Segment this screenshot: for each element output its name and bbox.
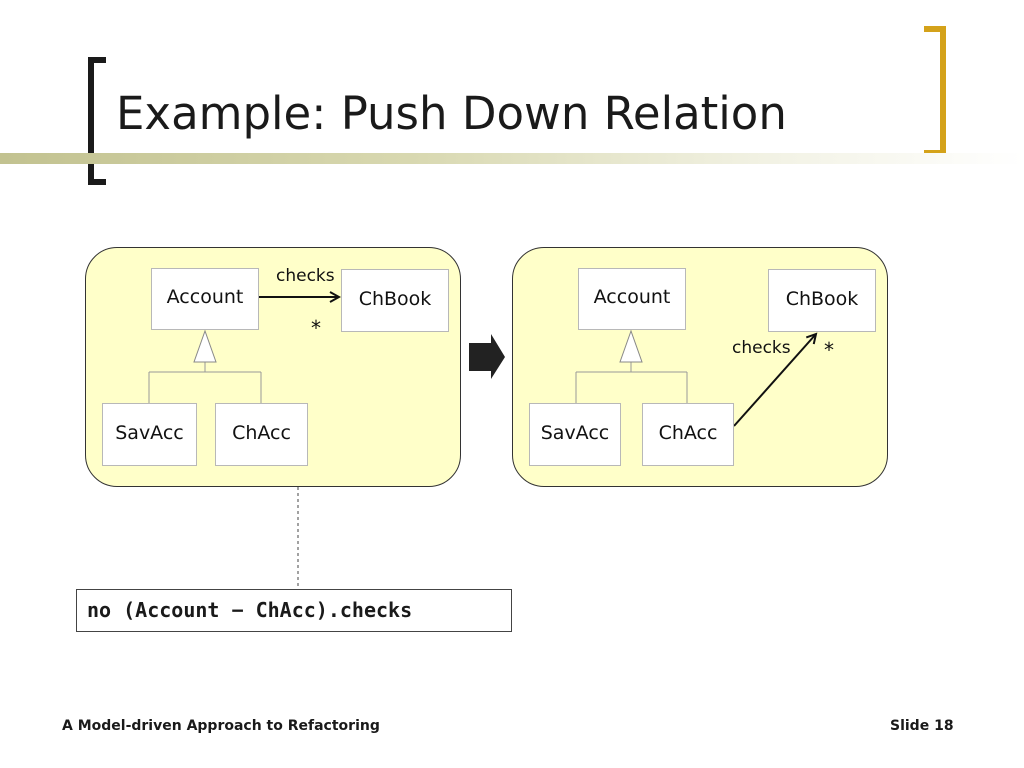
before-inheritance-lines (148, 362, 262, 404)
after-chbook-class: ChBook (768, 269, 876, 332)
title-underline-bar (0, 153, 1024, 164)
before-chacc-class: ChAcc (215, 403, 308, 466)
after-chacc-class: ChAcc (642, 403, 734, 466)
after-multiplicity: * (824, 338, 834, 362)
before-account-class: Account (151, 268, 259, 330)
before-savacc-class: SavAcc (102, 403, 197, 466)
left-bracket-decoration (88, 57, 106, 185)
before-chacc-label: ChAcc (232, 422, 291, 444)
after-inheritance-lines (575, 362, 688, 404)
before-savacc-label: SavAcc (115, 422, 184, 444)
before-generalization-triangle (193, 329, 217, 363)
footer-slide-number: Slide 18 (890, 718, 954, 734)
slide-title: Example: Push Down Relation (116, 87, 787, 140)
before-chbook-label: ChBook (358, 288, 432, 310)
constraint-expression: no (Account − ChAcc).checks (76, 589, 512, 632)
after-chbook-label: ChBook (785, 288, 859, 310)
footer-presentation-title: A Model-driven Approach to Refactoring (62, 718, 380, 734)
after-checks-label: checks (732, 338, 791, 358)
before-checks-label: checks (276, 266, 335, 286)
after-savacc-class: SavAcc (529, 403, 621, 466)
after-account-label: Account (593, 286, 671, 308)
before-multiplicity: * (311, 316, 321, 340)
before-chbook-class: ChBook (341, 269, 449, 332)
after-generalization-triangle (619, 329, 643, 363)
transform-arrow-icon (469, 334, 505, 379)
before-account-label: Account (166, 286, 244, 308)
after-savacc-label: SavAcc (540, 422, 610, 444)
after-chacc-label: ChAcc (658, 422, 718, 444)
after-checks-arrow (733, 334, 816, 427)
after-account-class: Account (578, 268, 686, 330)
